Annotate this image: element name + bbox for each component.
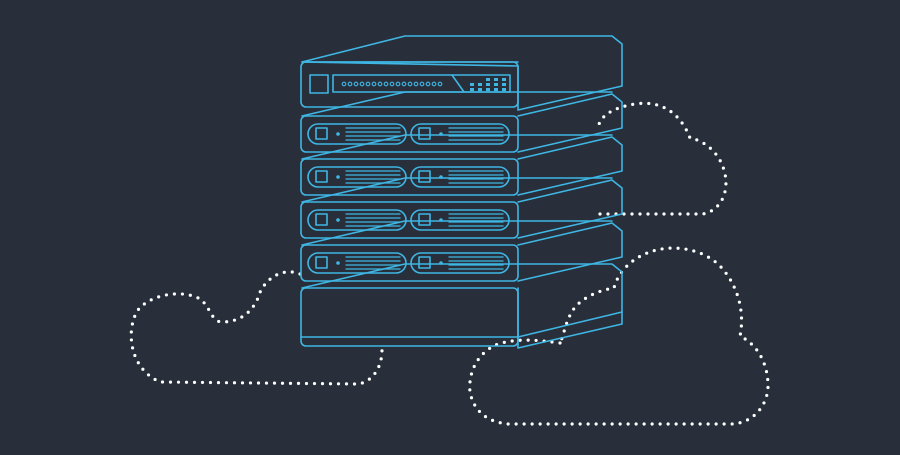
drive-led xyxy=(336,261,340,265)
led-dot xyxy=(347,81,353,87)
port-square xyxy=(494,78,498,81)
led-dot xyxy=(371,81,377,87)
port-square xyxy=(486,78,490,81)
port-square xyxy=(494,88,498,91)
port-square xyxy=(502,83,506,86)
led-dot xyxy=(353,81,359,87)
port-square xyxy=(470,83,474,86)
led-dot xyxy=(407,81,413,87)
cloud-group xyxy=(129,101,770,426)
led-dot xyxy=(425,81,431,87)
port-square xyxy=(502,78,506,81)
port-square xyxy=(478,83,482,86)
drive-bay xyxy=(307,209,407,231)
led-dot xyxy=(377,81,383,87)
rack-unit-4 xyxy=(300,220,623,282)
drive-bay xyxy=(410,166,510,188)
server-rack-icon xyxy=(300,35,623,349)
drive-led xyxy=(336,175,340,179)
cloud-left-icon xyxy=(129,270,384,386)
rack-units xyxy=(300,91,623,282)
drive-bay xyxy=(307,252,407,274)
rack-unit-2 xyxy=(300,134,623,196)
led-dot xyxy=(419,81,425,87)
led-dot xyxy=(437,81,443,87)
led-dot xyxy=(401,81,407,87)
rack-unit-1 xyxy=(300,91,623,153)
top-unit-led-row xyxy=(341,81,443,87)
led-dot xyxy=(383,81,389,87)
port-square xyxy=(470,88,474,91)
port-square xyxy=(486,83,490,86)
led-dot xyxy=(395,81,401,87)
top-unit xyxy=(300,35,623,111)
top-unit-indicator xyxy=(309,74,329,94)
led-dot xyxy=(389,81,395,87)
drive-bay xyxy=(307,166,407,188)
drive-led xyxy=(336,218,340,222)
top-unit-port-grid xyxy=(470,78,506,91)
led-dot xyxy=(431,81,437,87)
port-square xyxy=(494,83,498,86)
led-dot xyxy=(413,81,419,87)
drive-bay xyxy=(410,252,510,274)
led-dot xyxy=(341,81,347,87)
led-dot xyxy=(365,81,371,87)
cloud-right-front-icon xyxy=(468,246,770,426)
rack-unit-3 xyxy=(300,177,623,239)
drive-led xyxy=(336,132,340,136)
port-square xyxy=(486,88,490,91)
port-square xyxy=(502,88,506,91)
port-square xyxy=(478,88,482,91)
drive-bay xyxy=(410,123,510,145)
led-dot xyxy=(359,81,365,87)
cloud-right-back-icon xyxy=(596,101,728,216)
drive-bay xyxy=(410,209,510,231)
drive-bay xyxy=(307,123,407,145)
base-unit xyxy=(300,263,623,349)
